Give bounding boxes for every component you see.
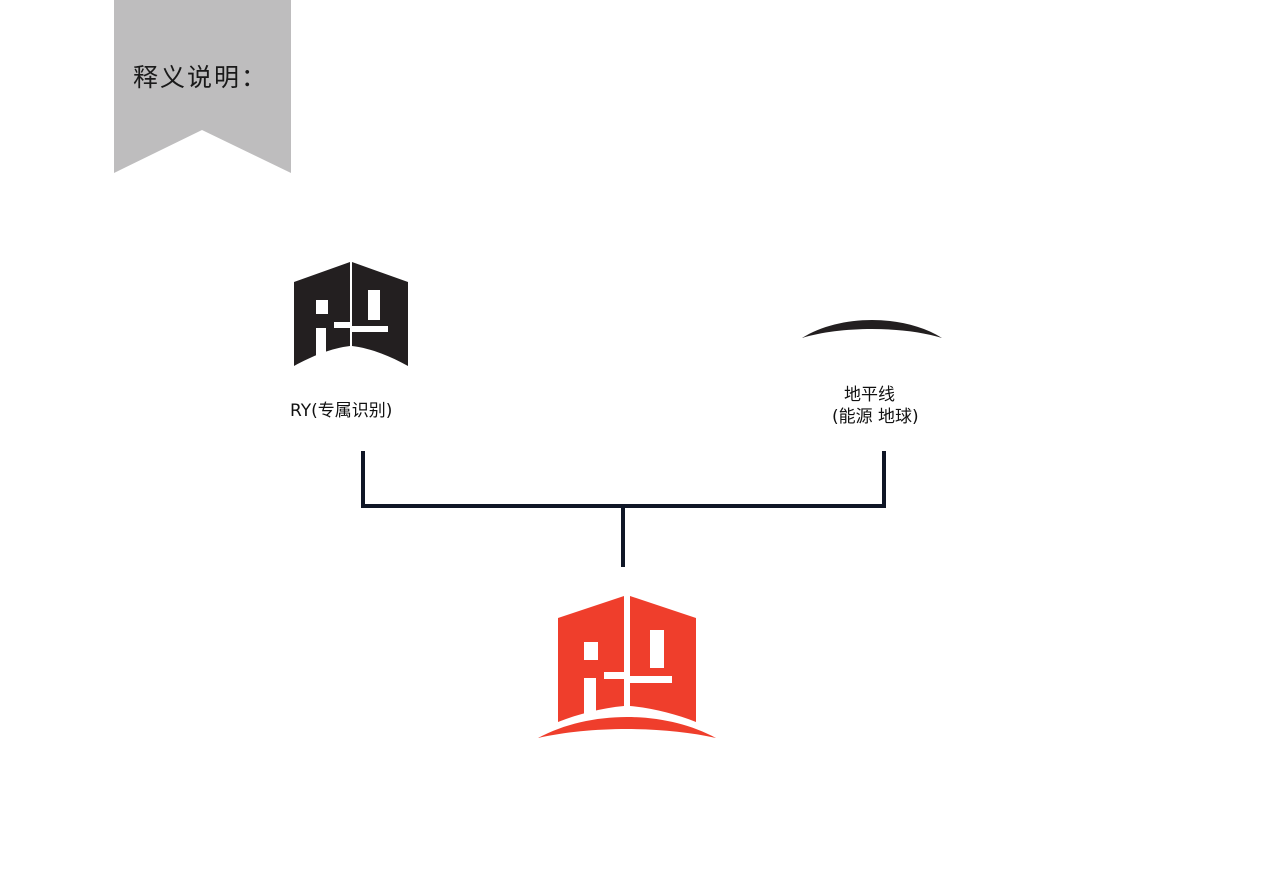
ry-label: RY(专属识别)	[290, 401, 393, 421]
section-title: 释义说明：	[133, 63, 269, 92]
horizon-label-line2: (能源 地球)	[832, 407, 919, 427]
ry-horizon-logo-icon	[538, 596, 716, 738]
horizon-label-line1: 地平线	[844, 385, 895, 405]
ry-monogram-icon	[294, 262, 408, 366]
horizon-arc-icon	[802, 320, 942, 338]
ribbon-banner	[114, 0, 291, 173]
